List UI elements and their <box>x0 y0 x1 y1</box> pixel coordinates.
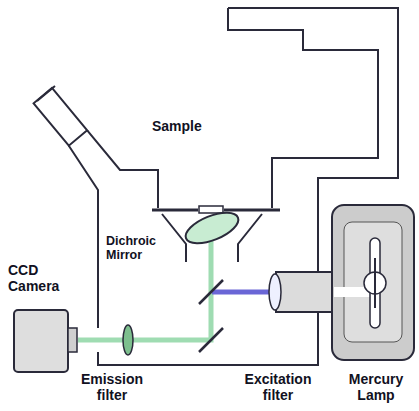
stage <box>224 209 280 212</box>
microscope-frame <box>228 8 378 208</box>
ccd-camera <box>14 310 68 372</box>
lamp-housing <box>332 205 414 360</box>
lamp-beam <box>334 287 370 297</box>
lamp-inner <box>344 222 402 342</box>
eyepiece-rim <box>37 86 55 101</box>
mirror-label: Dichroic Mirror <box>106 234 170 263</box>
objective-lens <box>182 206 243 249</box>
sample-label: Sample <box>152 118 216 134</box>
camera-port <box>68 328 77 352</box>
mirror <box>199 328 223 352</box>
lamp-electrode <box>374 258 376 308</box>
excitation-beam <box>212 290 272 295</box>
lamp-tube <box>276 272 334 312</box>
microscope-frame <box>87 130 158 208</box>
objective-housing <box>162 214 186 262</box>
emission-filter <box>123 325 133 355</box>
dichroic-mirror <box>199 280 223 304</box>
microscope-frame <box>69 146 98 328</box>
emission-beam <box>78 230 211 340</box>
excitation-filter <box>269 274 281 310</box>
filter-label: Emission filter <box>66 371 158 403</box>
stage <box>152 209 198 212</box>
sample-slide <box>199 206 223 213</box>
camera-label: CCD Camera <box>8 262 80 294</box>
objective-housing <box>238 214 262 262</box>
lamp-label: Mercury Lamp <box>338 371 414 403</box>
filter-label: Excitation filter <box>228 371 328 403</box>
